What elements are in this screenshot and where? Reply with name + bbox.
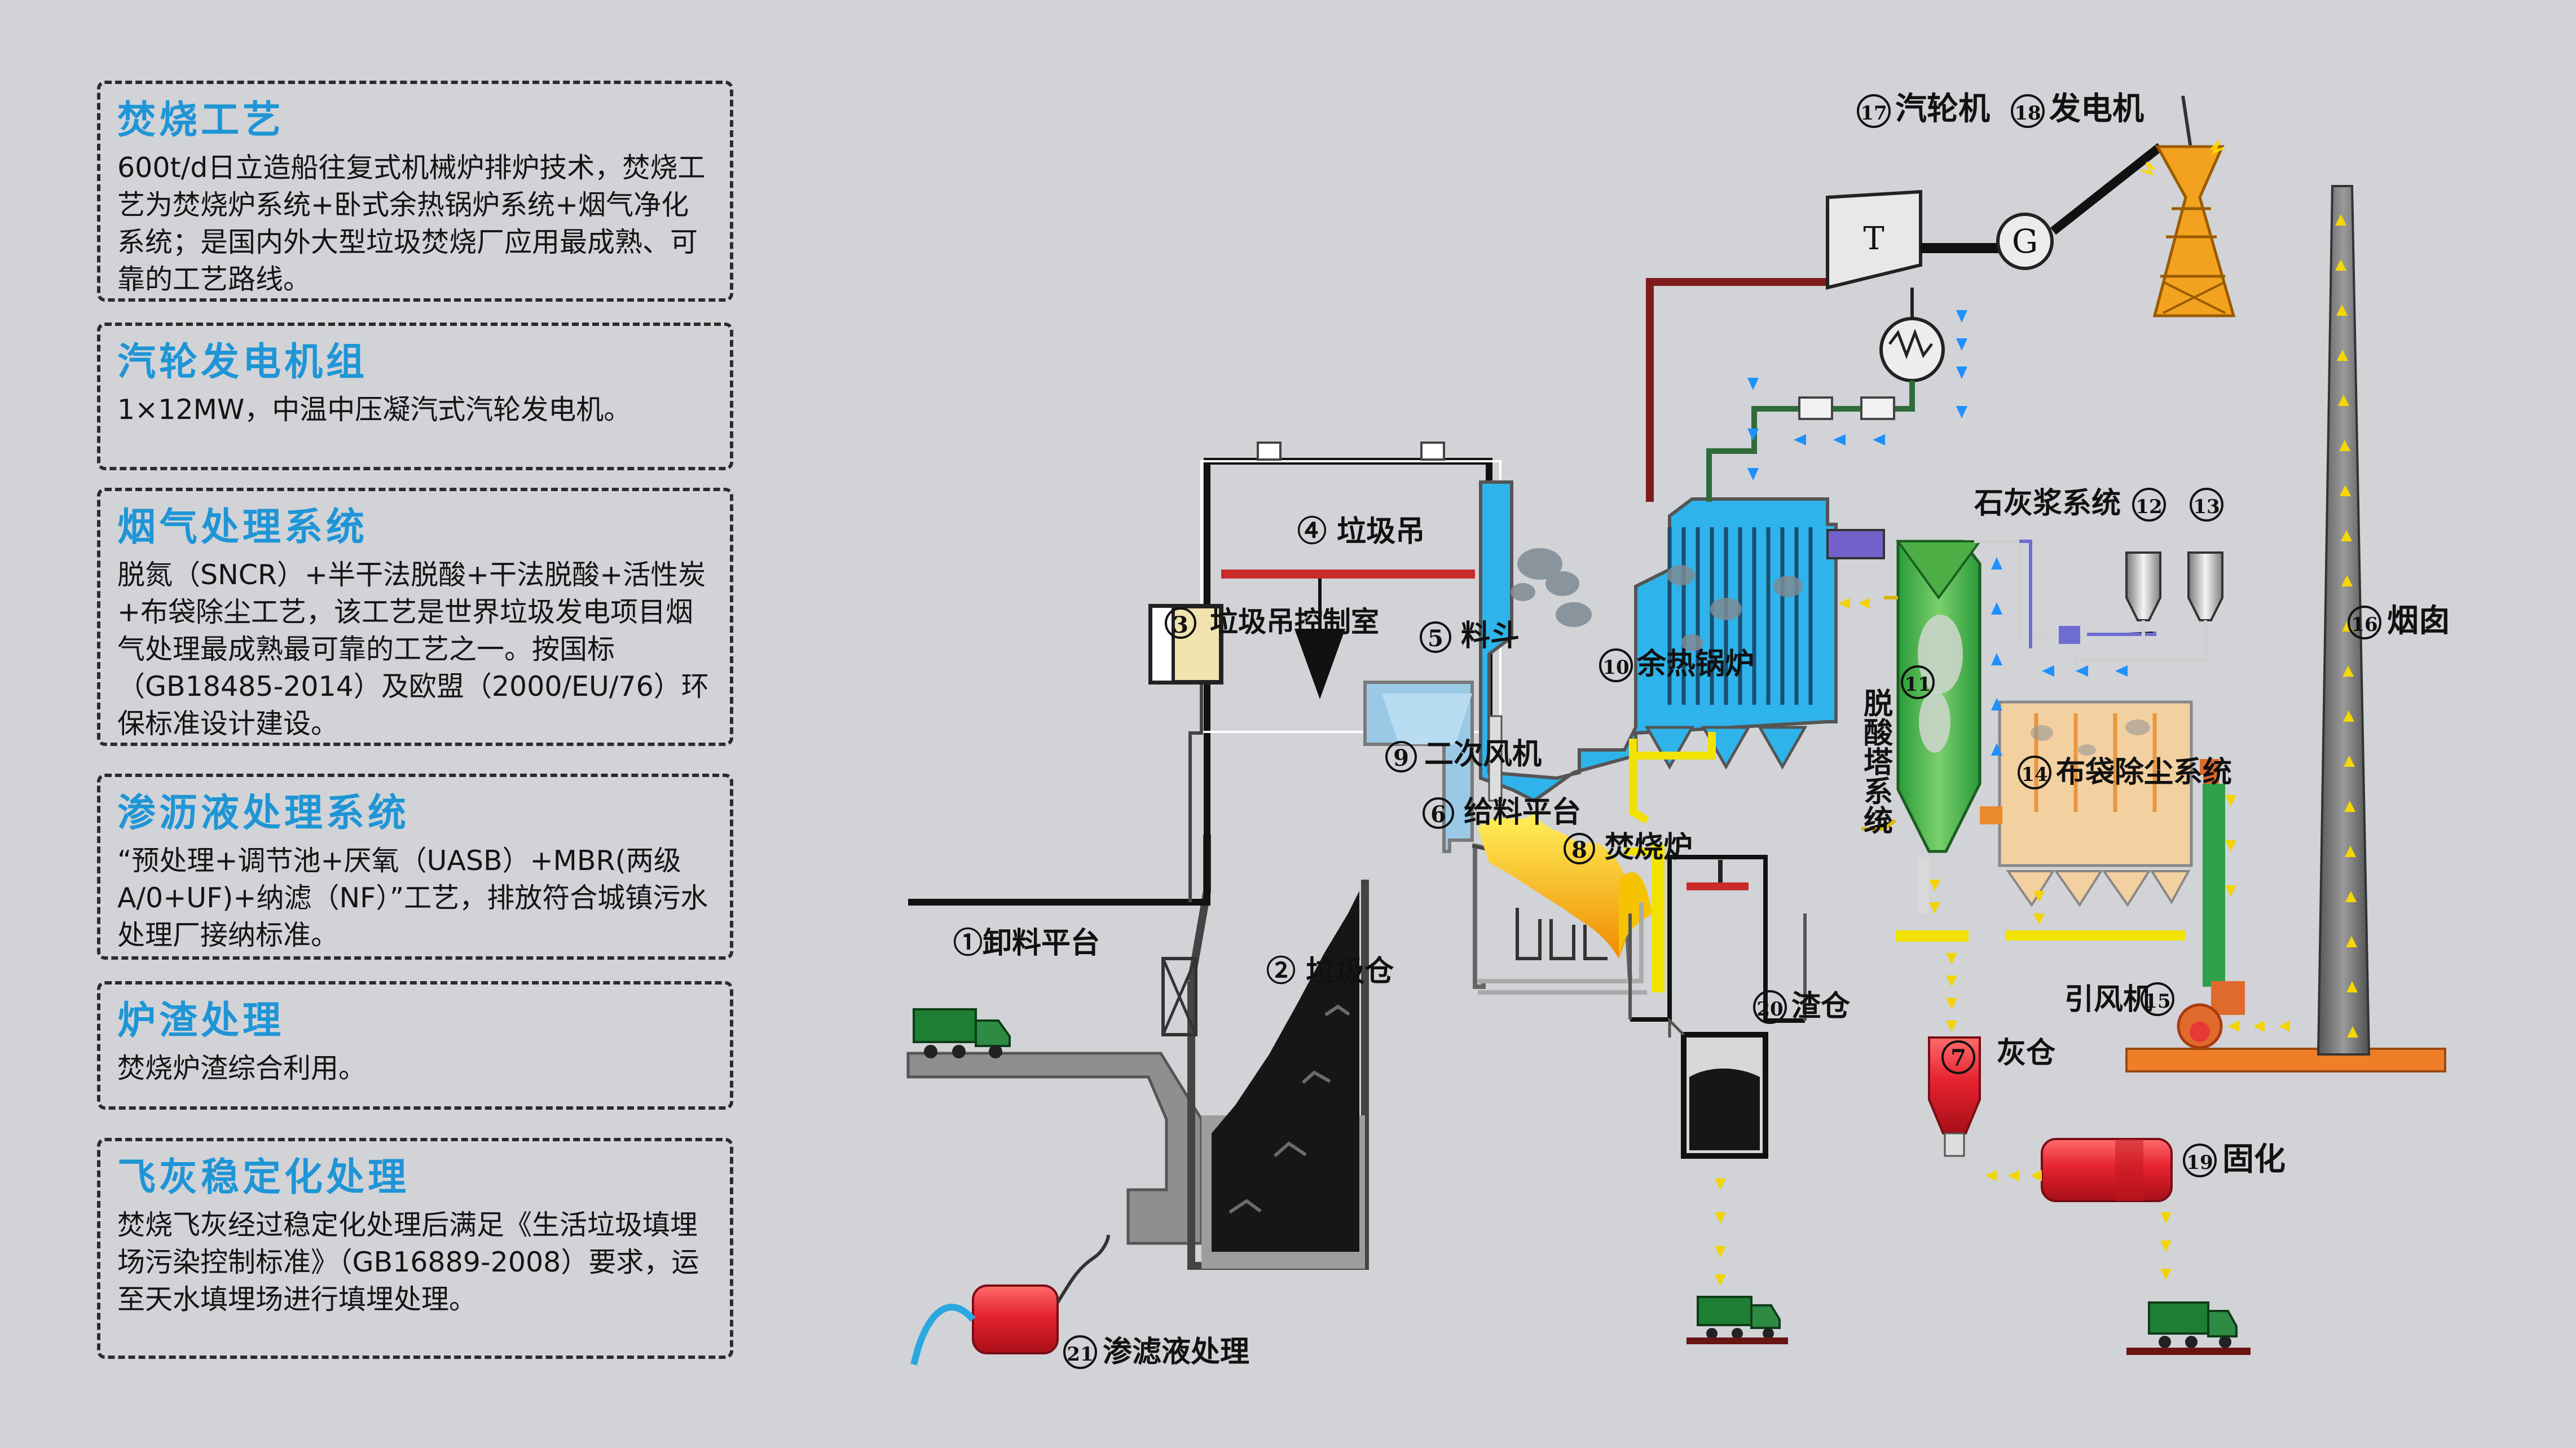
label-ash-silo: 灰仓 bbox=[1997, 1036, 2056, 1070]
panel-title: 飞灰稳定化处理 bbox=[117, 1155, 410, 1200]
num-15: 15 bbox=[2144, 990, 2170, 1013]
num-17: 17 bbox=[1860, 102, 1887, 125]
panel-body: 1×12MW，中温中压凝汽式汽轮发电机。 bbox=[117, 394, 632, 426]
panel-title: 炉渣处理 bbox=[117, 999, 285, 1043]
panel-fly-ash: 飞灰稳定化处理 焚烧飞灰经过稳定化处理后满足《生活垃圾填埋场污染控制标准》（GB… bbox=[97, 1138, 733, 1359]
label-secondary-fan: 二次风机 bbox=[1424, 737, 1542, 771]
num-10: 10 bbox=[1602, 656, 1629, 679]
truck-icon bbox=[1686, 1296, 1788, 1344]
num-11: 11 bbox=[1904, 673, 1931, 696]
lime-system bbox=[1974, 540, 2223, 665]
panel-turbine-generator: 汽轮发电机组 1×12MW，中温中压凝汽式汽轮发电机。 bbox=[97, 323, 733, 470]
leachate-tank bbox=[910, 1234, 1110, 1366]
transmission-tower bbox=[2141, 95, 2236, 317]
bag-filter bbox=[1980, 700, 2193, 941]
num-8: 8 bbox=[1571, 837, 1587, 863]
label-feed-platform: 给料平台 bbox=[1464, 795, 1581, 829]
panel-incineration: 焚烧工艺 600t/d日立造船往复式机械炉排炉技术，焚烧工艺为焚烧炉系统+卧式余… bbox=[97, 81, 733, 302]
label-incinerator: 焚烧炉 bbox=[1605, 830, 1693, 864]
panel-body: 600t/d日立造船往复式机械炉排炉技术，焚烧工艺为焚烧炉系统+卧式余热锅炉系统… bbox=[117, 152, 706, 295]
label-leachate-treatment: 渗滤液处理 bbox=[1103, 1335, 1249, 1369]
panel-flue-gas: 烟气处理系统 脱氮（SNCR）+半干法脱酸+干法脱酸+活性炭+布袋除尘工艺，该工… bbox=[97, 488, 733, 746]
label-slag-bin: 渣仓 bbox=[1791, 989, 1851, 1023]
truck-icon bbox=[2126, 1301, 2251, 1355]
panel-body: 焚烧炉渣综合利用。 bbox=[117, 1052, 367, 1084]
label-crane-control-room: 垃圾吊控制室 bbox=[1210, 605, 1379, 638]
num-6: 6 bbox=[1430, 801, 1446, 828]
hopper bbox=[1363, 681, 1474, 853]
num-19: 19 bbox=[2186, 1151, 2213, 1174]
panel-slag: 炉渣处理 焚烧炉渣综合利用。 bbox=[97, 981, 733, 1110]
grate bbox=[1472, 715, 1653, 995]
panel-body: “预处理+调节池+厌氧（UASB）+MBR(两级A/0+UF)+纳滤（NF）”工… bbox=[117, 845, 708, 951]
label-generator: 发电机 bbox=[2049, 90, 2144, 127]
truck-icon bbox=[913, 1008, 1011, 1058]
num-18: 18 bbox=[2014, 102, 2041, 125]
num-16: 16 bbox=[2351, 613, 2377, 636]
num-20: 20 bbox=[1756, 998, 1783, 1021]
panel-title: 汽轮发电机组 bbox=[117, 340, 368, 385]
flow-arrows bbox=[1715, 214, 2358, 1286]
num-12: 12 bbox=[2135, 496, 2162, 518]
label-steam-turbine: 汽轮机 bbox=[1895, 90, 1990, 127]
num-13: 13 bbox=[2193, 496, 2220, 518]
panel-title: 烟气处理系统 bbox=[117, 505, 368, 550]
diagram-labels: ①卸料平台 ② 垃圾仓 3 垃圾吊控制室 ④ 垃圾吊 5 料斗 9 二次风机 6… bbox=[953, 90, 2450, 1369]
chimney bbox=[2317, 185, 2371, 1056]
label-hopper: 料斗 bbox=[1461, 619, 1520, 653]
label-induced-fan: 引风机 bbox=[2064, 982, 2152, 1017]
label-chimney: 烟囱 bbox=[2387, 602, 2450, 639]
panel-body: 焚烧飞灰经过稳定化处理后满足《生活垃圾填埋场污染控制标准》（GB16889-20… bbox=[117, 1209, 699, 1315]
panel-body: 脱氮（SNCR）+半干法脱酸+干法脱酸+活性炭+布袋除尘工艺，该工艺是世界垃圾发… bbox=[117, 559, 709, 740]
label-waste-heat-boiler: 余热锅炉 bbox=[1636, 647, 1754, 681]
num-7: 7 bbox=[1950, 1045, 1966, 1071]
label-unloading-platform: ①卸料平台 bbox=[953, 926, 1100, 960]
label-waste-crane: ④ 垃圾吊 bbox=[1297, 514, 1425, 549]
ash-solidification bbox=[1928, 1036, 2173, 1202]
label-deacid-system: 脱酸塔系统 bbox=[1859, 688, 1893, 835]
turbine-symbol: T bbox=[1863, 220, 1884, 257]
label-solidification: 固化 bbox=[2222, 1141, 2286, 1178]
label-waste-bunker: ② 垃圾仓 bbox=[1266, 954, 1394, 988]
slag-system bbox=[1624, 732, 1807, 1159]
deacid-tower bbox=[1861, 540, 1982, 942]
crane bbox=[1221, 570, 1475, 699]
panel-leachate: 渗沥液处理系统 “预处理+调节池+厌氧（UASB）+MBR(两级A/0+UF)+… bbox=[97, 774, 733, 960]
num-3: 3 bbox=[1173, 612, 1188, 638]
generator-symbol: G bbox=[2012, 222, 2038, 261]
num-14: 14 bbox=[2021, 763, 2047, 786]
panel-title: 渗沥液处理系统 bbox=[117, 791, 410, 836]
turbine-system bbox=[1646, 143, 2163, 502]
num-5: 5 bbox=[1428, 625, 1443, 652]
building-structure bbox=[906, 442, 1501, 1270]
num-21: 21 bbox=[1067, 1343, 1093, 1366]
num-9: 9 bbox=[1393, 745, 1409, 771]
panel-title: 焚烧工艺 bbox=[117, 98, 285, 143]
label-lime-slurry: 石灰浆系统 bbox=[1974, 486, 2121, 520]
label-bag-filter: 布袋除尘系统 bbox=[2056, 755, 2232, 789]
